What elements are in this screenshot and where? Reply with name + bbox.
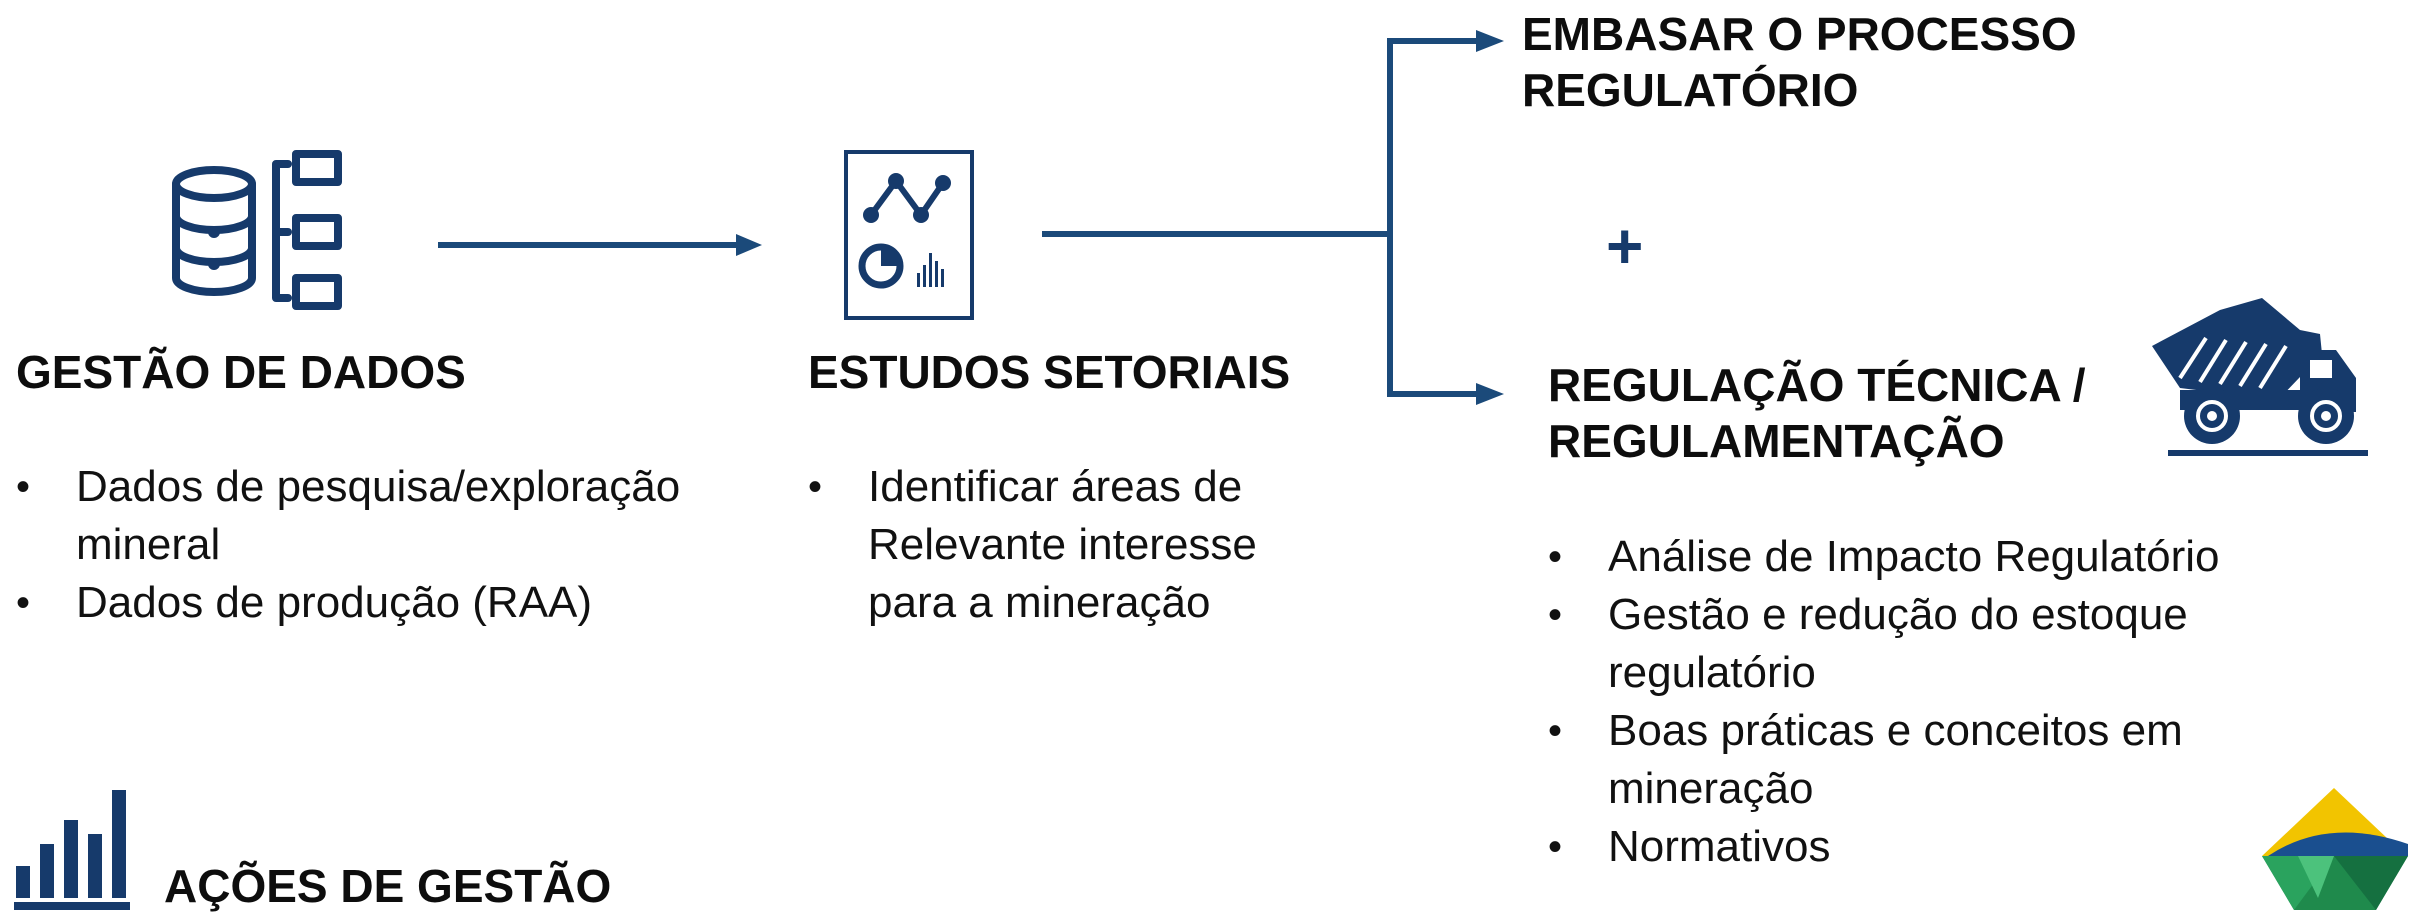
gestao-bullet-list: Dados de pesquisa/exploração mineral Dad… bbox=[16, 458, 680, 632]
list-item: Análise de Impacto Regulatório bbox=[1548, 528, 2219, 586]
embasar-line2: REGULATÓRIO bbox=[1522, 64, 1859, 116]
acoes-title: AÇÕES DE GESTÃO bbox=[164, 860, 612, 912]
gestao-title: GESTÃO DE DADOS bbox=[16, 346, 466, 398]
list-item: Dados de produção (RAA) bbox=[16, 574, 680, 632]
list-item: Normativos bbox=[1548, 818, 2219, 876]
brazil-flag-gem-logo bbox=[2258, 786, 2412, 910]
report-chart-icon bbox=[843, 149, 975, 321]
plus-sign: + bbox=[1606, 210, 1644, 282]
database-list-icon bbox=[168, 150, 368, 310]
list-item: Identificar áreas de Relevante interesse… bbox=[808, 458, 1257, 632]
regulacao-heading: REGULAÇÃO TÉCNICA / REGULAMENTAÇÃO bbox=[1548, 357, 2086, 469]
estudos-bullet-list: Identificar áreas de Relevante interesse… bbox=[808, 458, 1257, 632]
embasar-heading: EMBASAR O PROCESSO REGULATÓRIO bbox=[1522, 6, 2077, 118]
branch-connector bbox=[1040, 20, 1510, 410]
embasar-line1: EMBASAR O PROCESSO bbox=[1522, 8, 2077, 60]
dump-truck-icon bbox=[2150, 290, 2370, 460]
list-item: Dados de pesquisa/exploração mineral bbox=[16, 458, 680, 574]
bar-chart-icon bbox=[14, 788, 130, 910]
regulacao-bullet-list: Análise de Impacto Regulatório Gestão e … bbox=[1548, 528, 2219, 876]
regulacao-line2: REGULAMENTAÇÃO bbox=[1548, 415, 2005, 467]
regulacao-line1: REGULAÇÃO TÉCNICA / bbox=[1548, 359, 2086, 411]
list-item: Gestão e redução do estoque regulatório bbox=[1548, 586, 2219, 702]
list-item: Boas práticas e conceitos em mineração bbox=[1548, 702, 2219, 818]
estudos-title: ESTUDOS SETORIAIS bbox=[808, 346, 1291, 398]
connector-arrow bbox=[436, 230, 766, 260]
